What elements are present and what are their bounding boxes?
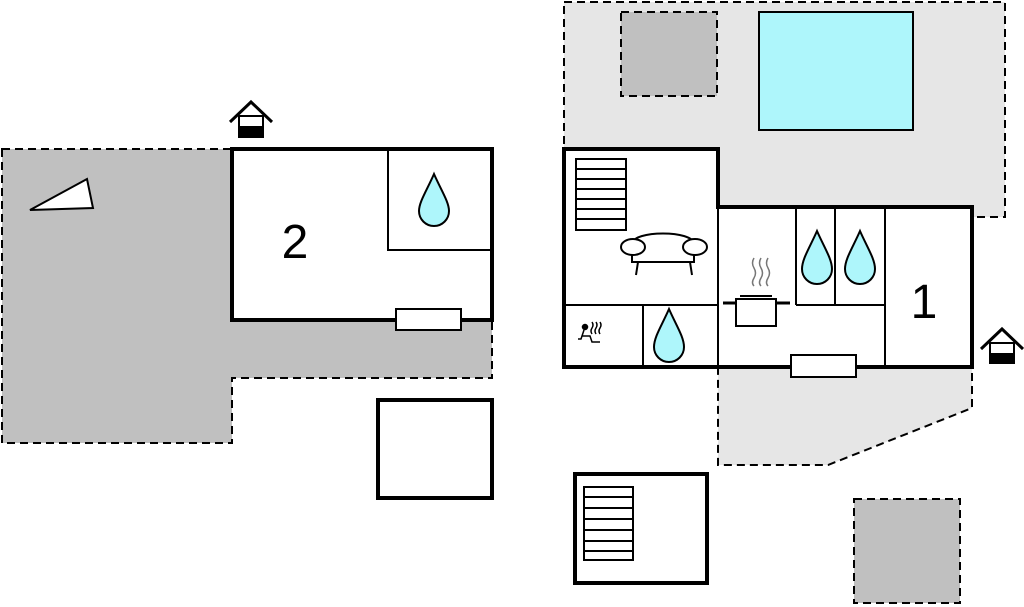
outbuilding-middle <box>376 398 494 500</box>
sun-triangle-icon <box>29 177 95 211</box>
water-drop-icon <box>652 306 686 363</box>
house-entrance-icon <box>979 326 1024 364</box>
stairs-icon <box>583 486 634 561</box>
sofa-icon <box>620 232 708 276</box>
cooking-pot-icon <box>723 257 790 327</box>
swimming-pool <box>758 11 914 131</box>
sauna-icon <box>578 321 602 343</box>
house-1-window <box>790 354 857 378</box>
house-2-window <box>395 308 462 331</box>
water-drop-icon <box>417 171 451 227</box>
water-drop-icon <box>800 228 834 285</box>
house-2-label: 2 <box>282 216 309 269</box>
water-drop-icon <box>843 228 877 285</box>
shed-top <box>620 11 718 97</box>
terrace-front <box>717 366 973 466</box>
shed-bottom-right <box>853 498 961 604</box>
house-2-bathroom-wall <box>387 149 492 251</box>
house-entrance-icon <box>228 99 274 138</box>
house-1-label: 1 <box>911 276 938 329</box>
stairs-icon <box>575 158 627 231</box>
house-2-outline <box>230 147 494 322</box>
